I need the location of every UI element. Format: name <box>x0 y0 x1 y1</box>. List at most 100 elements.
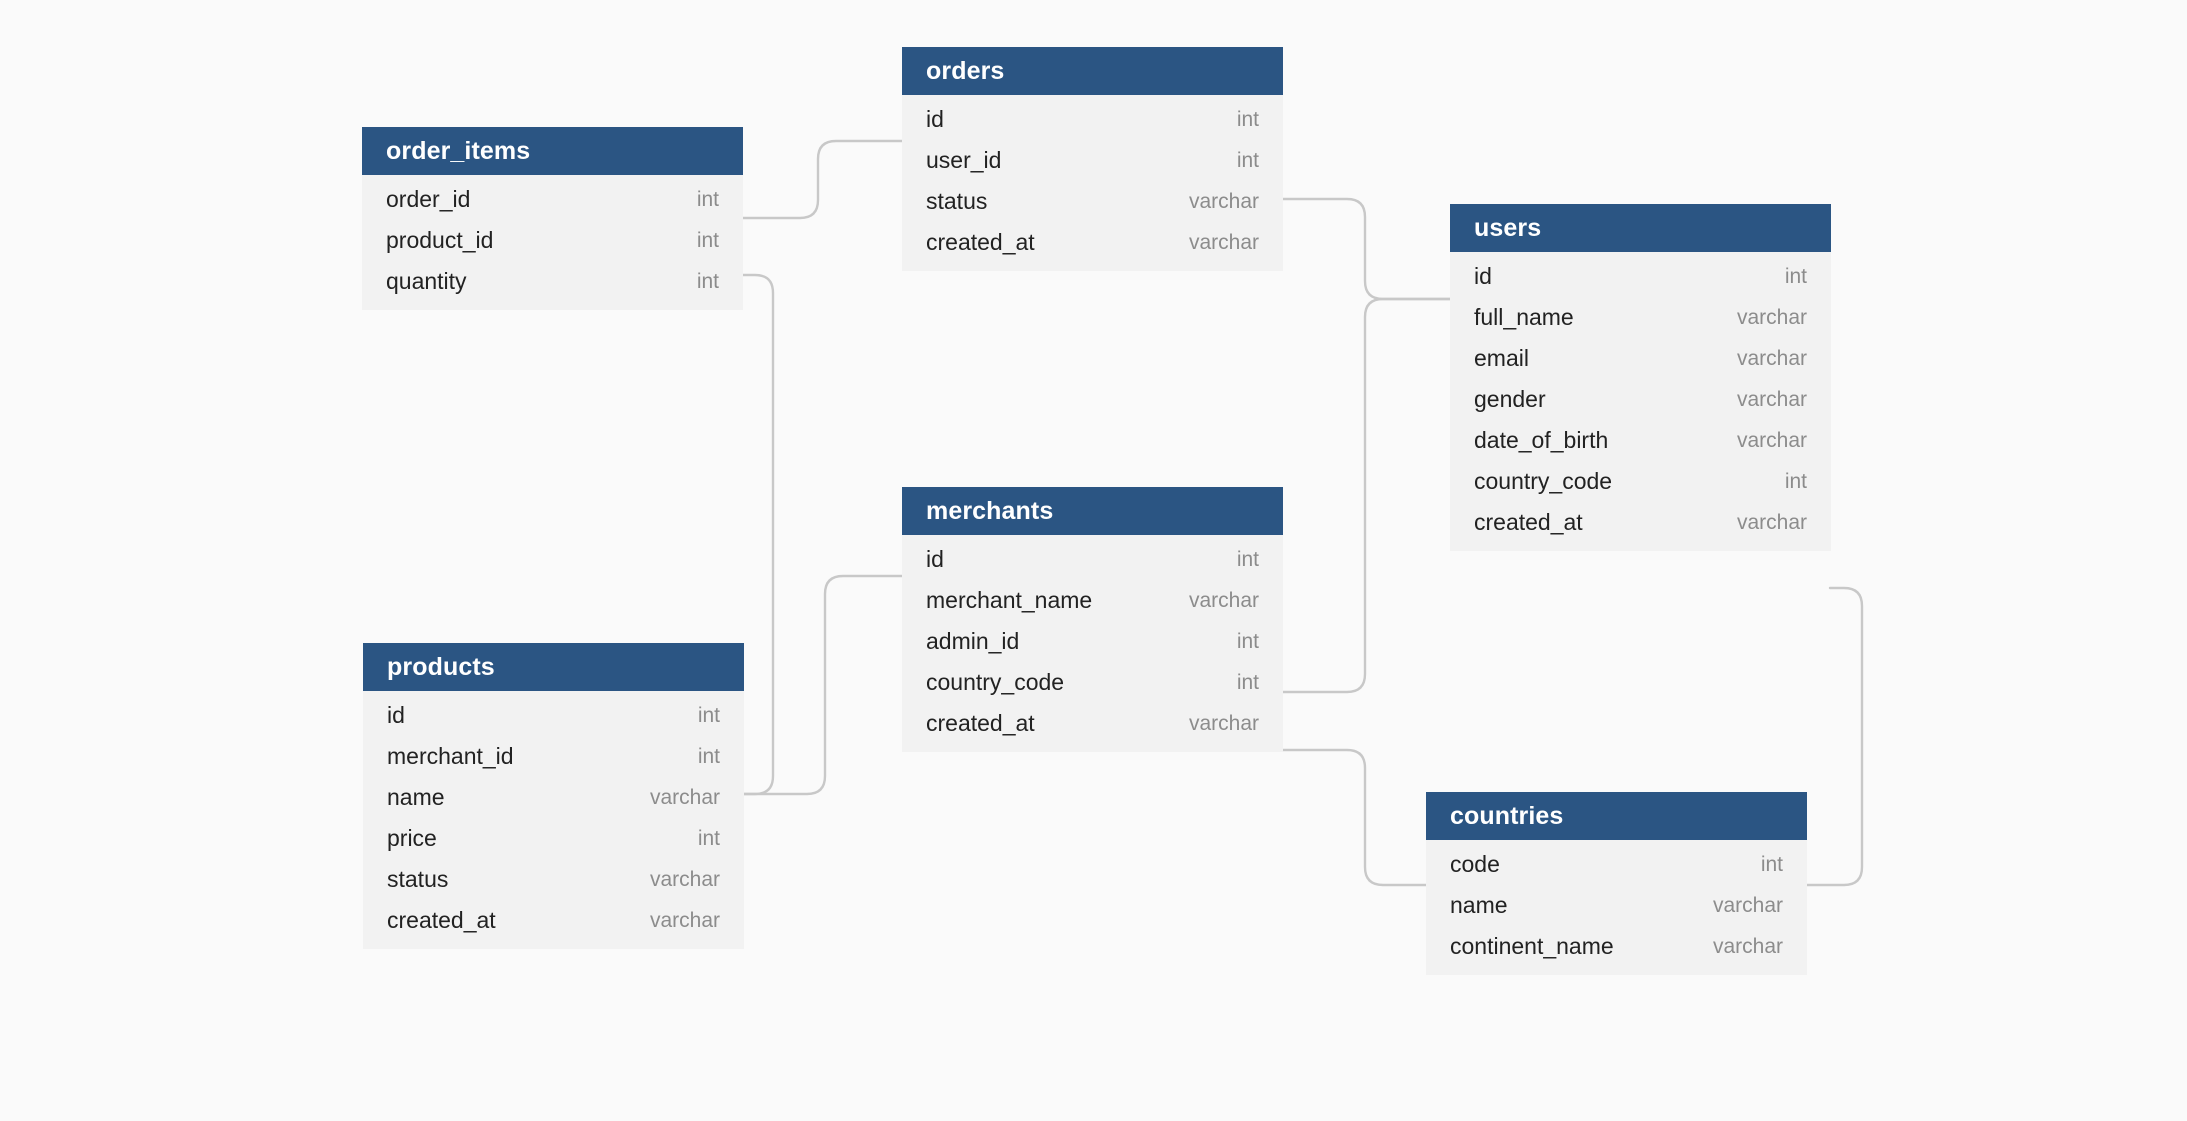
column-row[interactable]: id int <box>363 695 744 736</box>
table-order_items[interactable]: order_items order_id int product_id int … <box>362 127 743 310</box>
column-name: name <box>1450 892 1508 918</box>
column-name: status <box>387 866 449 892</box>
table-title: merchants <box>902 487 1283 535</box>
column-type: varchar <box>1188 189 1259 213</box>
column-type: varchar <box>1736 305 1807 329</box>
column-type: varchar <box>1188 588 1259 612</box>
column-name: created_at <box>926 229 1035 255</box>
column-row[interactable]: full_name varchar <box>1450 297 1831 338</box>
column-type: int <box>1784 264 1807 288</box>
column-type: int <box>697 703 720 727</box>
column-name: continent_name <box>1450 933 1614 959</box>
table-title: users <box>1450 204 1831 252</box>
column-name: email <box>1474 345 1529 371</box>
column-row[interactable]: admin_id int <box>902 621 1283 662</box>
column-row[interactable]: country_code int <box>1450 461 1831 502</box>
column-type: varchar <box>1736 346 1807 370</box>
column-name: price <box>387 825 437 851</box>
table-title: orders <box>902 47 1283 95</box>
column-name: merchant_id <box>387 743 514 769</box>
edge-merchants-country_code-to-countries-code <box>1281 748 1428 887</box>
table-products[interactable]: products id int merchant_id int name var… <box>363 643 744 949</box>
column-row[interactable]: email varchar <box>1450 338 1831 379</box>
edge-users-country_code-to-countries-code <box>1804 586 1864 887</box>
column-row[interactable]: status varchar <box>902 181 1283 222</box>
column-row[interactable]: created_at varchar <box>902 222 1283 263</box>
column-name: created_at <box>1474 509 1583 535</box>
column-name: merchant_name <box>926 587 1093 613</box>
column-name: country_code <box>926 669 1065 695</box>
table-columns: order_id int product_id int quantity int <box>362 175 743 310</box>
column-type: int <box>697 826 720 850</box>
column-row[interactable]: created_at varchar <box>1450 502 1831 543</box>
column-row[interactable]: name varchar <box>363 777 744 818</box>
column-name: id <box>926 106 944 132</box>
table-columns: code int name varchar continent_name var… <box>1426 840 1807 975</box>
column-name: full_name <box>1474 304 1574 330</box>
column-row[interactable]: name varchar <box>1426 885 1807 926</box>
table-users[interactable]: users id int full_name varchar email var… <box>1450 204 1831 551</box>
column-row[interactable]: quantity int <box>362 261 743 302</box>
column-name: code <box>1450 851 1500 877</box>
column-row[interactable]: product_id int <box>362 220 743 261</box>
column-row[interactable]: continent_name varchar <box>1426 926 1807 967</box>
column-name: order_id <box>386 186 471 212</box>
edge-merchants-admin_id-to-users-id <box>1281 297 1452 694</box>
column-type: varchar <box>1736 428 1807 452</box>
column-name: country_code <box>1474 468 1613 494</box>
table-orders[interactable]: orders id int user_id int status varchar… <box>902 47 1283 271</box>
column-type: int <box>697 744 720 768</box>
column-row[interactable]: id int <box>1450 256 1831 297</box>
column-row[interactable]: created_at varchar <box>902 703 1283 744</box>
column-row[interactable]: user_id int <box>902 140 1283 181</box>
edge-order_items-product_id-to-products-id <box>741 273 775 796</box>
table-columns: id int full_name varchar email varchar g… <box>1450 252 1831 551</box>
column-row[interactable]: id int <box>902 99 1283 140</box>
table-columns: id int user_id int status varchar create… <box>902 95 1283 271</box>
column-name: status <box>926 188 988 214</box>
column-row[interactable]: order_id int <box>362 179 743 220</box>
column-type: int <box>1760 852 1783 876</box>
table-countries[interactable]: countries code int name varchar continen… <box>1426 792 1807 975</box>
column-type: int <box>696 228 719 252</box>
column-row[interactable]: date_of_birth varchar <box>1450 420 1831 461</box>
column-name: name <box>387 784 445 810</box>
column-row[interactable]: code int <box>1426 844 1807 885</box>
column-name: quantity <box>386 268 467 294</box>
table-title: products <box>363 643 744 691</box>
table-title: countries <box>1426 792 1807 840</box>
column-type: varchar <box>1712 934 1783 958</box>
column-type: int <box>1236 547 1259 571</box>
edge-products-merchant_id-to-merchants-id <box>742 574 904 796</box>
column-type: varchar <box>1188 230 1259 254</box>
column-name: id <box>926 546 944 572</box>
column-type: varchar <box>649 908 720 932</box>
column-type: varchar <box>1188 711 1259 735</box>
column-row[interactable]: created_at varchar <box>363 900 744 941</box>
column-type: int <box>1236 107 1259 131</box>
edge-order_items-order_id-to-orders-id <box>741 139 904 220</box>
column-type: varchar <box>649 867 720 891</box>
column-name: gender <box>1474 386 1546 412</box>
column-type: int <box>696 269 719 293</box>
column-row[interactable]: id int <box>902 539 1283 580</box>
column-row[interactable]: merchant_name varchar <box>902 580 1283 621</box>
column-name: id <box>1474 263 1492 289</box>
column-type: int <box>1236 629 1259 653</box>
column-row[interactable]: status varchar <box>363 859 744 900</box>
column-name: created_at <box>926 710 1035 736</box>
column-name: product_id <box>386 227 494 253</box>
column-row[interactable]: country_code int <box>902 662 1283 703</box>
column-row[interactable]: merchant_id int <box>363 736 744 777</box>
table-merchants[interactable]: merchants id int merchant_name varchar a… <box>902 487 1283 752</box>
column-type: varchar <box>649 785 720 809</box>
edge-orders-user_id-to-users-id <box>1281 197 1452 301</box>
table-columns: id int merchant_id int name varchar pric… <box>363 691 744 949</box>
column-name: user_id <box>926 147 1002 173</box>
column-type: varchar <box>1736 510 1807 534</box>
column-row[interactable]: price int <box>363 818 744 859</box>
column-row[interactable]: gender varchar <box>1450 379 1831 420</box>
column-name: id <box>387 702 405 728</box>
column-type: int <box>1236 670 1259 694</box>
